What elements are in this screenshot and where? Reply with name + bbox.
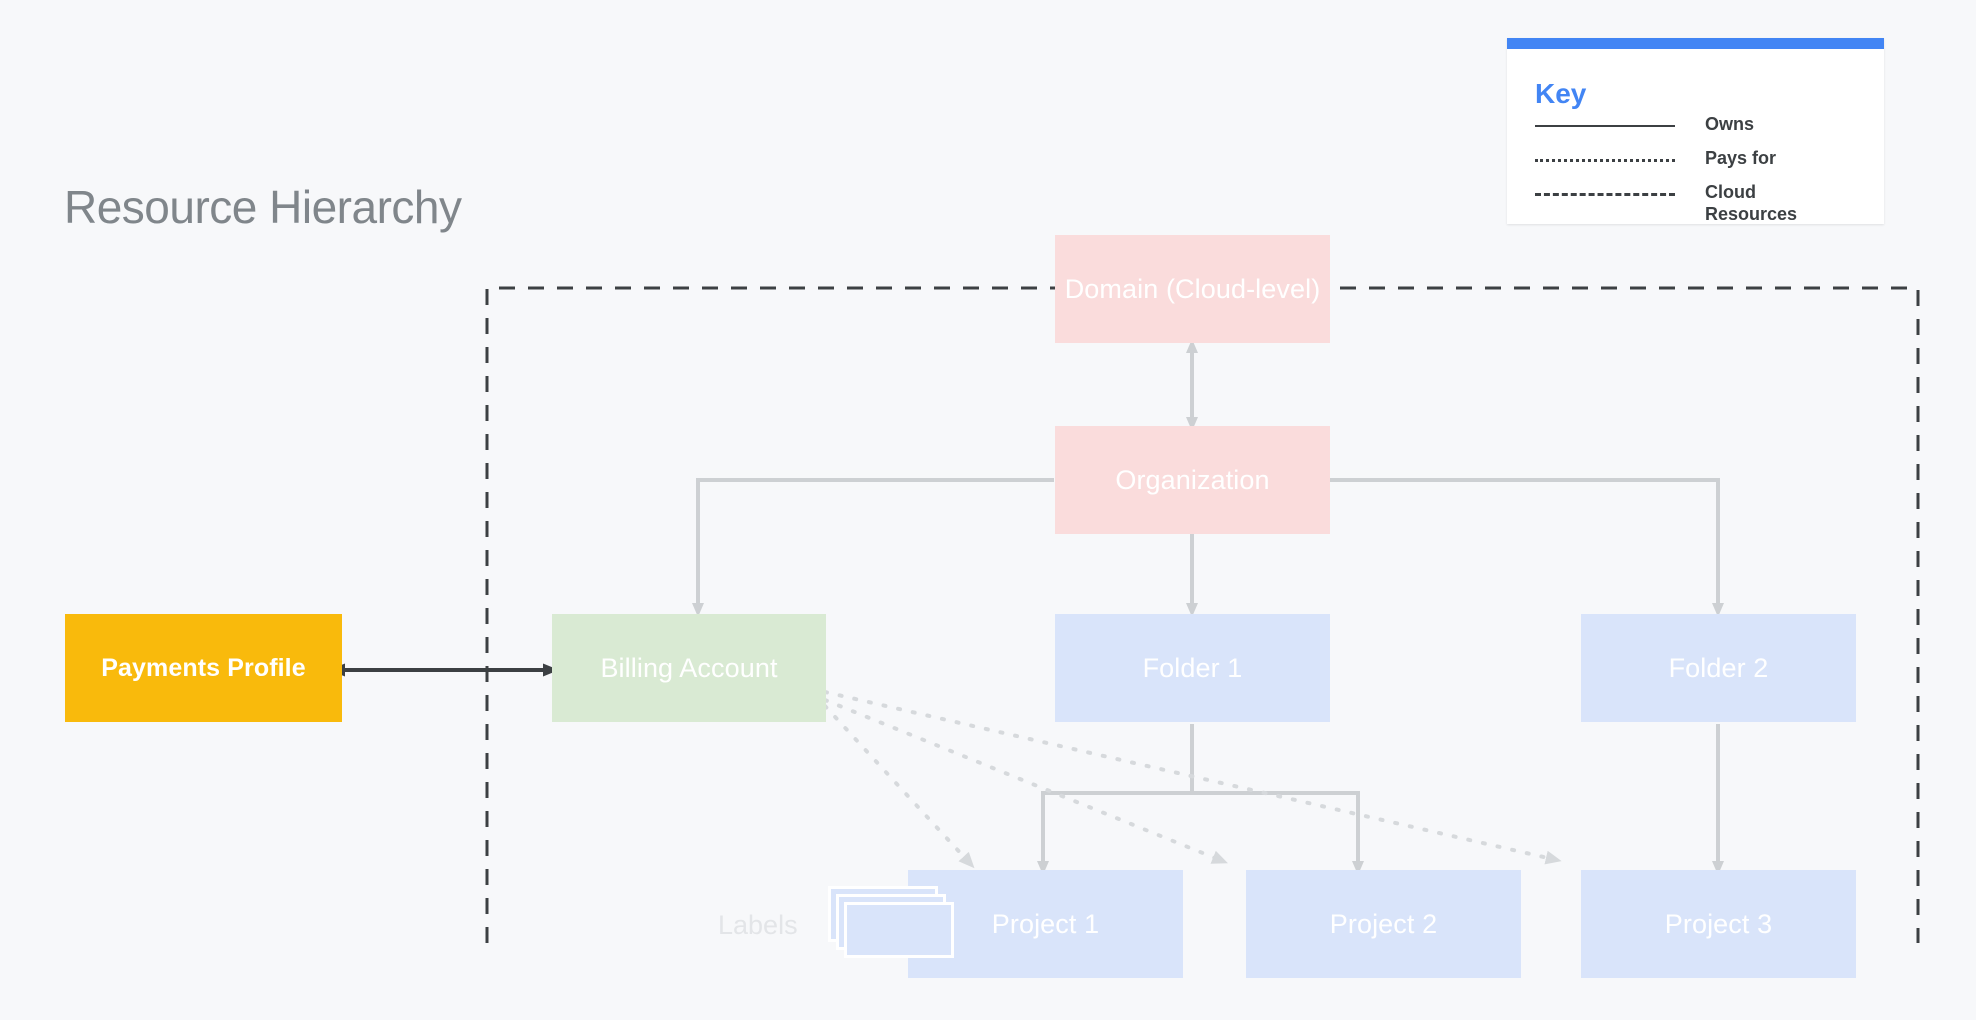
node-organization[interactable]: Organization — [1055, 426, 1330, 534]
key-entry-owns-label: Owns — [1705, 114, 1755, 134]
node-domain-label: Domain (Cloud-level) — [1064, 273, 1321, 304]
wire-organization-billing — [692, 478, 1054, 617]
key-accent-bar — [1507, 38, 1884, 49]
node-payments-profile-label: Payments Profile — [101, 653, 306, 682]
dashed-line-icon — [1535, 193, 1675, 196]
node-folder-1[interactable]: Folder 1 — [1055, 614, 1330, 722]
page-title: Resource Hierarchy — [64, 181, 462, 233]
solid-line-icon — [1535, 125, 1675, 127]
node-billing-account[interactable]: Billing Account — [552, 614, 826, 722]
node-project-2-label: Project 2 — [1329, 908, 1438, 939]
node-project-3-label: Project 3 — [1664, 908, 1773, 939]
key-entry-cloud-resources: Cloud Resources — [1535, 182, 1865, 226]
wire-billing-project2 — [823, 698, 1228, 864]
node-folder-2[interactable]: Folder 2 — [1581, 614, 1856, 722]
node-payments-profile[interactable]: Payments Profile — [65, 614, 342, 722]
key-legend-card: Key Owns Pays for Cloud Resources — [1507, 38, 1884, 224]
node-project-3[interactable]: Project 3 — [1581, 870, 1856, 978]
key-entry-pays-for-label: Pays for — [1705, 148, 1777, 168]
node-folder-2-label: Folder 2 — [1668, 652, 1769, 683]
key-entry-owns: Owns — [1535, 114, 1865, 136]
wire-billing-project1 — [823, 704, 975, 869]
dotted-line-icon — [1535, 159, 1675, 162]
key-entry-pays-for: Pays for — [1535, 148, 1865, 170]
labels-caption: Labels — [718, 910, 798, 940]
key-title: Key — [1535, 78, 1587, 109]
labels-stack-icon — [828, 886, 958, 962]
node-organization-label: Organization — [1115, 464, 1270, 495]
node-project-2[interactable]: Project 2 — [1246, 870, 1521, 978]
node-folder-1-label: Folder 1 — [1142, 652, 1243, 683]
node-domain[interactable]: Domain (Cloud-level) — [1055, 235, 1330, 343]
wire-folder1-project1 — [1037, 791, 1192, 875]
node-project-1-label: Project 1 — [991, 908, 1100, 939]
key-entry-cloud-resources-label: Cloud Resources — [1705, 182, 1798, 224]
wire-folder1-project2 — [1192, 791, 1364, 875]
node-billing-account-label: Billing Account — [600, 652, 778, 683]
wire-organization-folder2 — [1330, 478, 1724, 617]
labels-card-front — [844, 902, 954, 958]
